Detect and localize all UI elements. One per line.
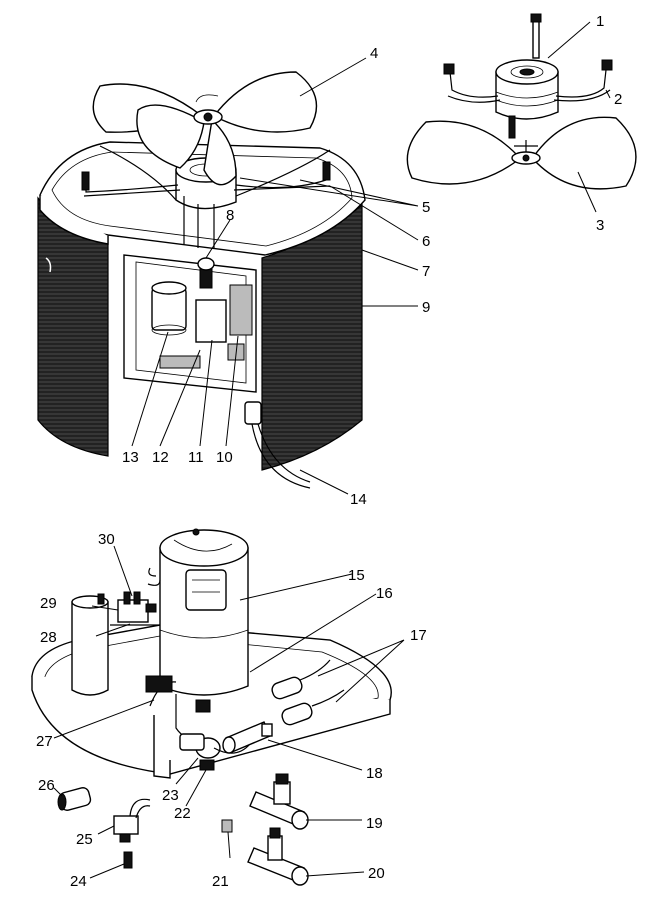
accumulator (71, 593, 109, 696)
callout-1: 1 (596, 13, 604, 30)
contactor (195, 299, 227, 343)
callout-22: 22 (174, 805, 191, 822)
compressor (147, 528, 249, 696)
callout-25: 25 (76, 831, 93, 848)
callout-17: 17 (410, 627, 427, 644)
callout-27: 27 (36, 733, 53, 750)
tube-fitting-26 (57, 787, 92, 811)
callout-15: 15 (348, 567, 365, 584)
callout-16: 16 (376, 585, 393, 602)
filter-drier-a (271, 659, 331, 700)
motor-detail (443, 13, 613, 139)
valve-core-24 (123, 851, 133, 869)
terminal-cover (185, 569, 227, 611)
callout-7: 7 (422, 263, 430, 280)
callout-4: 4 (370, 45, 378, 62)
mount-grommet (145, 675, 173, 693)
callout-29: 29 (40, 595, 57, 612)
callout-18: 18 (366, 765, 383, 782)
callout-8: 8 (226, 207, 234, 224)
access-valve-25 (113, 798, 151, 843)
condenser-unit (37, 71, 366, 489)
fan-blade-detail (406, 116, 637, 190)
callout-20: 20 (368, 865, 385, 882)
strainer (222, 721, 273, 754)
callout-21: 21 (212, 873, 229, 890)
callout-23: 23 (162, 787, 179, 804)
callout-2: 2 (614, 91, 622, 108)
pressure-switch (110, 591, 160, 626)
callout-3: 3 (596, 217, 604, 234)
service-valve-top (244, 401, 262, 425)
callout-28: 28 (40, 629, 57, 646)
callout-5: 5 (422, 199, 430, 216)
service-valve-20 (247, 827, 309, 886)
callout-19: 19 (366, 815, 383, 832)
callout-26: 26 (38, 777, 55, 794)
callout-12: 12 (152, 449, 169, 466)
callout-30: 30 (98, 531, 115, 548)
callout-10: 10 (216, 449, 233, 466)
callout-24: 24 (70, 873, 87, 890)
callout-14: 14 (350, 491, 367, 508)
service-valve-19 (249, 773, 309, 830)
callout-11: 11 (188, 449, 204, 466)
defrost-board (229, 284, 253, 336)
callout-labels: 1 2 3 4 5 6 7 8 9 10 11 12 13 14 15 16 1… (36, 13, 622, 890)
callout-6: 6 (422, 233, 430, 250)
capacitor (151, 281, 187, 336)
callout-13: 13 (122, 449, 139, 466)
callout-9: 9 (422, 299, 430, 316)
valve-core-21 (221, 819, 233, 833)
refrigerant-tubing (251, 423, 311, 489)
leader-lines (53, 21, 611, 879)
fan-blade-main (92, 71, 318, 186)
filter-drier-b (281, 689, 345, 726)
